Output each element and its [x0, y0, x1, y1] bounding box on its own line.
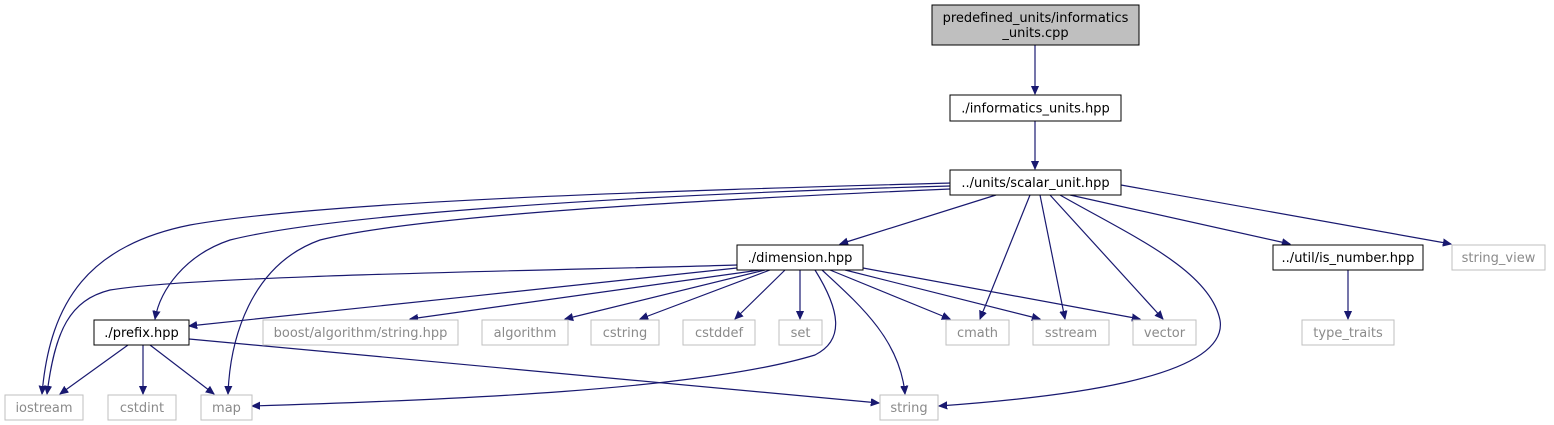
- node-label: ../util/is_number.hpp: [1282, 251, 1415, 266]
- node-label: map: [212, 401, 241, 416]
- node-sstream: sstream: [1032, 319, 1110, 346]
- node-label: set: [791, 326, 811, 341]
- node-root[interactable]: predefined_units/informatics_units.cpp: [931, 4, 1140, 46]
- edge-dimension-hpp-to-prefix-hpp: [189, 267, 738, 326]
- edge-scalar-unit-hpp-to-sstream: [1039, 194, 1065, 319]
- node-box: [1032, 319, 1110, 346]
- node-cstdint: cstdint: [107, 394, 177, 421]
- node-box: [481, 319, 569, 346]
- edge-scalar-unit-hpp-to-prefix-hpp: [155, 185, 951, 319]
- node-box: [1132, 319, 1197, 346]
- node-box: [590, 319, 660, 346]
- node-iostream: iostream: [4, 394, 84, 421]
- node-label: ../units/scalar_unit.hpp: [961, 176, 1109, 191]
- edge-prefix-hpp-to-iostream: [60, 344, 129, 394]
- node-box: [879, 394, 939, 421]
- node-box: [1272, 244, 1424, 271]
- node-label: string_view: [1462, 251, 1536, 266]
- edge-dimension-hpp-to-map: [252, 269, 837, 406]
- edge-prefix-hpp-to-map: [149, 344, 214, 394]
- edge-dimension-hpp-to-cstring: [640, 269, 771, 319]
- node-string: string: [879, 394, 939, 421]
- edge-dimension-hpp-to-cstddef: [735, 269, 786, 319]
- edge-dimension-hpp-to-cmath: [829, 269, 950, 319]
- node-box: [949, 169, 1122, 196]
- edge-dimension-hpp-to-vector: [862, 267, 1140, 319]
- node-algorithm: algorithm: [481, 319, 569, 346]
- node-box: [262, 319, 459, 346]
- node-box: [778, 319, 823, 346]
- edge-scalar-unit-hpp-to-vector: [1049, 194, 1163, 319]
- node-is-number-hpp[interactable]: ../util/is_number.hpp: [1272, 244, 1424, 271]
- node-label: predefined_units/informatics: [943, 11, 1129, 26]
- node-label: sstream: [1045, 326, 1097, 341]
- node-string-view: string_view: [1451, 244, 1546, 271]
- node-label: cstring: [603, 326, 647, 341]
- node-label: cstddef: [695, 326, 744, 341]
- edge-scalar-unit-hpp-to-iostream: [42, 182, 951, 394]
- node-box: [1451, 244, 1546, 271]
- node-dimension-hpp[interactable]: ./dimension.hpp: [736, 244, 864, 271]
- node-box: [945, 319, 1010, 346]
- node-boost-string-hpp: boost/algorithm/string.hpp: [262, 319, 459, 346]
- node-label: ./dimension.hpp: [748, 251, 853, 266]
- edge-scalar-unit-hpp-to-cmath: [980, 194, 1031, 319]
- node-map: map: [200, 394, 253, 421]
- node-box: [107, 394, 177, 421]
- edge-prefix-hpp-to-string: [188, 338, 879, 403]
- node-label: boost/algorithm/string.hpp: [274, 326, 448, 341]
- edge-dimension-hpp-to-string: [821, 269, 905, 394]
- node-label: cmath: [957, 326, 998, 341]
- node-box: [949, 94, 1122, 122]
- node-vector: vector: [1132, 319, 1197, 346]
- edge-scalar-unit-hpp-to-string: [939, 194, 1221, 406]
- node-box: [4, 394, 84, 421]
- node-label: algorithm: [494, 326, 557, 341]
- edges: [42, 45, 1451, 406]
- node-label: iostream: [15, 401, 72, 416]
- node-box: [931, 4, 1140, 46]
- node-label: string: [890, 401, 927, 416]
- edge-scalar-unit-hpp-to-string-view: [1120, 184, 1451, 244]
- node-box: [682, 319, 756, 346]
- node-label: type_traits: [1313, 326, 1383, 341]
- node-prefix-hpp[interactable]: ./prefix.hpp: [93, 319, 190, 346]
- edge-scalar-unit-hpp-to-dimension-hpp: [840, 194, 997, 244]
- nodes: predefined_units/informatics_units.cpp ./…: [4, 4, 1546, 421]
- node-set: set: [778, 319, 823, 346]
- node-label: _units.cpp: [1001, 26, 1068, 41]
- node-box: [1301, 319, 1395, 346]
- node-label: ./informatics_units.hpp: [961, 102, 1110, 117]
- node-scalar-unit-hpp[interactable]: ../units/scalar_unit.hpp: [949, 169, 1122, 196]
- node-label: cstdint: [120, 401, 164, 416]
- node-cmath: cmath: [945, 319, 1010, 346]
- node-label: vector: [1144, 326, 1186, 341]
- edge-dimension-hpp-to-sstream: [844, 269, 1040, 319]
- node-informatics-units-hpp[interactable]: ./informatics_units.hpp: [949, 94, 1122, 122]
- node-box: [736, 244, 864, 271]
- node-cstring: cstring: [590, 319, 660, 346]
- edge-dimension-hpp-to-iostream: [47, 264, 738, 394]
- edge-dimension-hpp-to-algorithm: [565, 269, 766, 319]
- node-box: [93, 319, 190, 346]
- node-type-traits: type_traits: [1301, 319, 1395, 346]
- edge-scalar-unit-hpp-to-map: [228, 188, 951, 394]
- node-cstddef: cstddef: [682, 319, 756, 346]
- edge-scalar-unit-hpp-to-is-number-hpp: [1069, 194, 1290, 244]
- node-label: ./prefix.hpp: [104, 326, 179, 341]
- edge-dimension-hpp-to-boost-string-hpp: [410, 269, 761, 319]
- node-box: [200, 394, 253, 421]
